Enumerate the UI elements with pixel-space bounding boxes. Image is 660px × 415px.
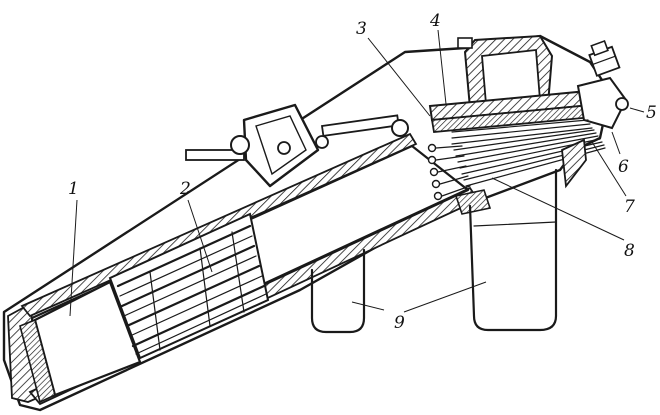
funnel-hatched-side [561,138,587,189]
pivot-pin-mid [277,141,291,155]
pin-5 [615,97,629,111]
top-frame-tab [457,37,473,49]
die-assembly [428,40,629,133]
tube-wall-top [20,132,418,318]
funnel-wall [454,138,587,215]
ram-piston [19,280,142,404]
ram-face [19,318,56,404]
funnel-block [454,189,492,215]
callout-9: 9 [394,313,405,333]
callout-8: 8 [624,241,635,261]
callout-1: 1 [68,179,79,199]
rod-end-knob [391,119,409,137]
top-frame [457,34,554,110]
callout-5: 5 [646,103,657,123]
fibre-bundle [108,212,270,360]
collector-left [310,248,366,334]
callout-2: 2 [179,179,191,199]
fibre-strands [116,224,267,355]
collector-right [468,168,558,332]
lever-linkage [185,103,409,188]
pivot-pin-left [230,135,250,155]
callout-7: 7 [624,197,635,217]
leader-lines [69,29,645,317]
pivot-pin-right [315,135,329,149]
callout-6: 6 [618,157,629,177]
callout-4: 4 [429,11,441,31]
clamp-bolt [588,40,621,77]
guide-holes [427,143,471,201]
linkage-bracket-inner [255,115,307,176]
die-block-right [576,76,628,130]
callout-labels: 1 2 3 4 5 6 7 8 9 [68,11,657,333]
callout-3: 3 [356,19,367,39]
handle-rod [185,149,245,161]
